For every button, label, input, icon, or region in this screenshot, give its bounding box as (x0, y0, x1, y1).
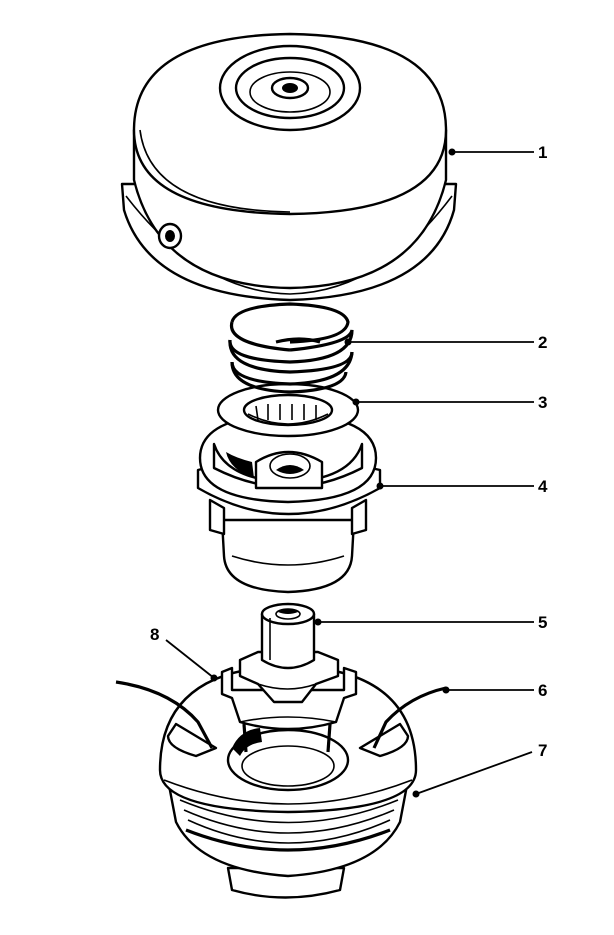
part-2-spring (228, 302, 354, 394)
callout-8: 8 (150, 625, 218, 682)
callout-8-label: 8 (150, 625, 159, 644)
callout-5: 5 (314, 613, 547, 632)
callout-2: 2 (344, 333, 547, 352)
callout-6-label: 6 (538, 681, 547, 700)
callout-7-label: 7 (538, 741, 547, 760)
callout-3-label: 3 (538, 393, 547, 412)
callout-7: 7 (412, 741, 547, 798)
callout-5-label: 5 (538, 613, 547, 632)
callout-4-label: 4 (538, 477, 548, 496)
callout-4: 4 (376, 477, 548, 496)
part-5-hub (238, 602, 340, 704)
callout-3: 3 (352, 393, 547, 412)
callout-2-label: 2 (538, 333, 547, 352)
callout-1: 1 (448, 143, 547, 162)
part-4-spool-cup (196, 412, 382, 594)
part-1-cap (120, 32, 458, 302)
callout-6: 6 (442, 681, 547, 700)
part-6-cutting-line (115, 680, 447, 749)
callout-1-label: 1 (538, 143, 547, 162)
